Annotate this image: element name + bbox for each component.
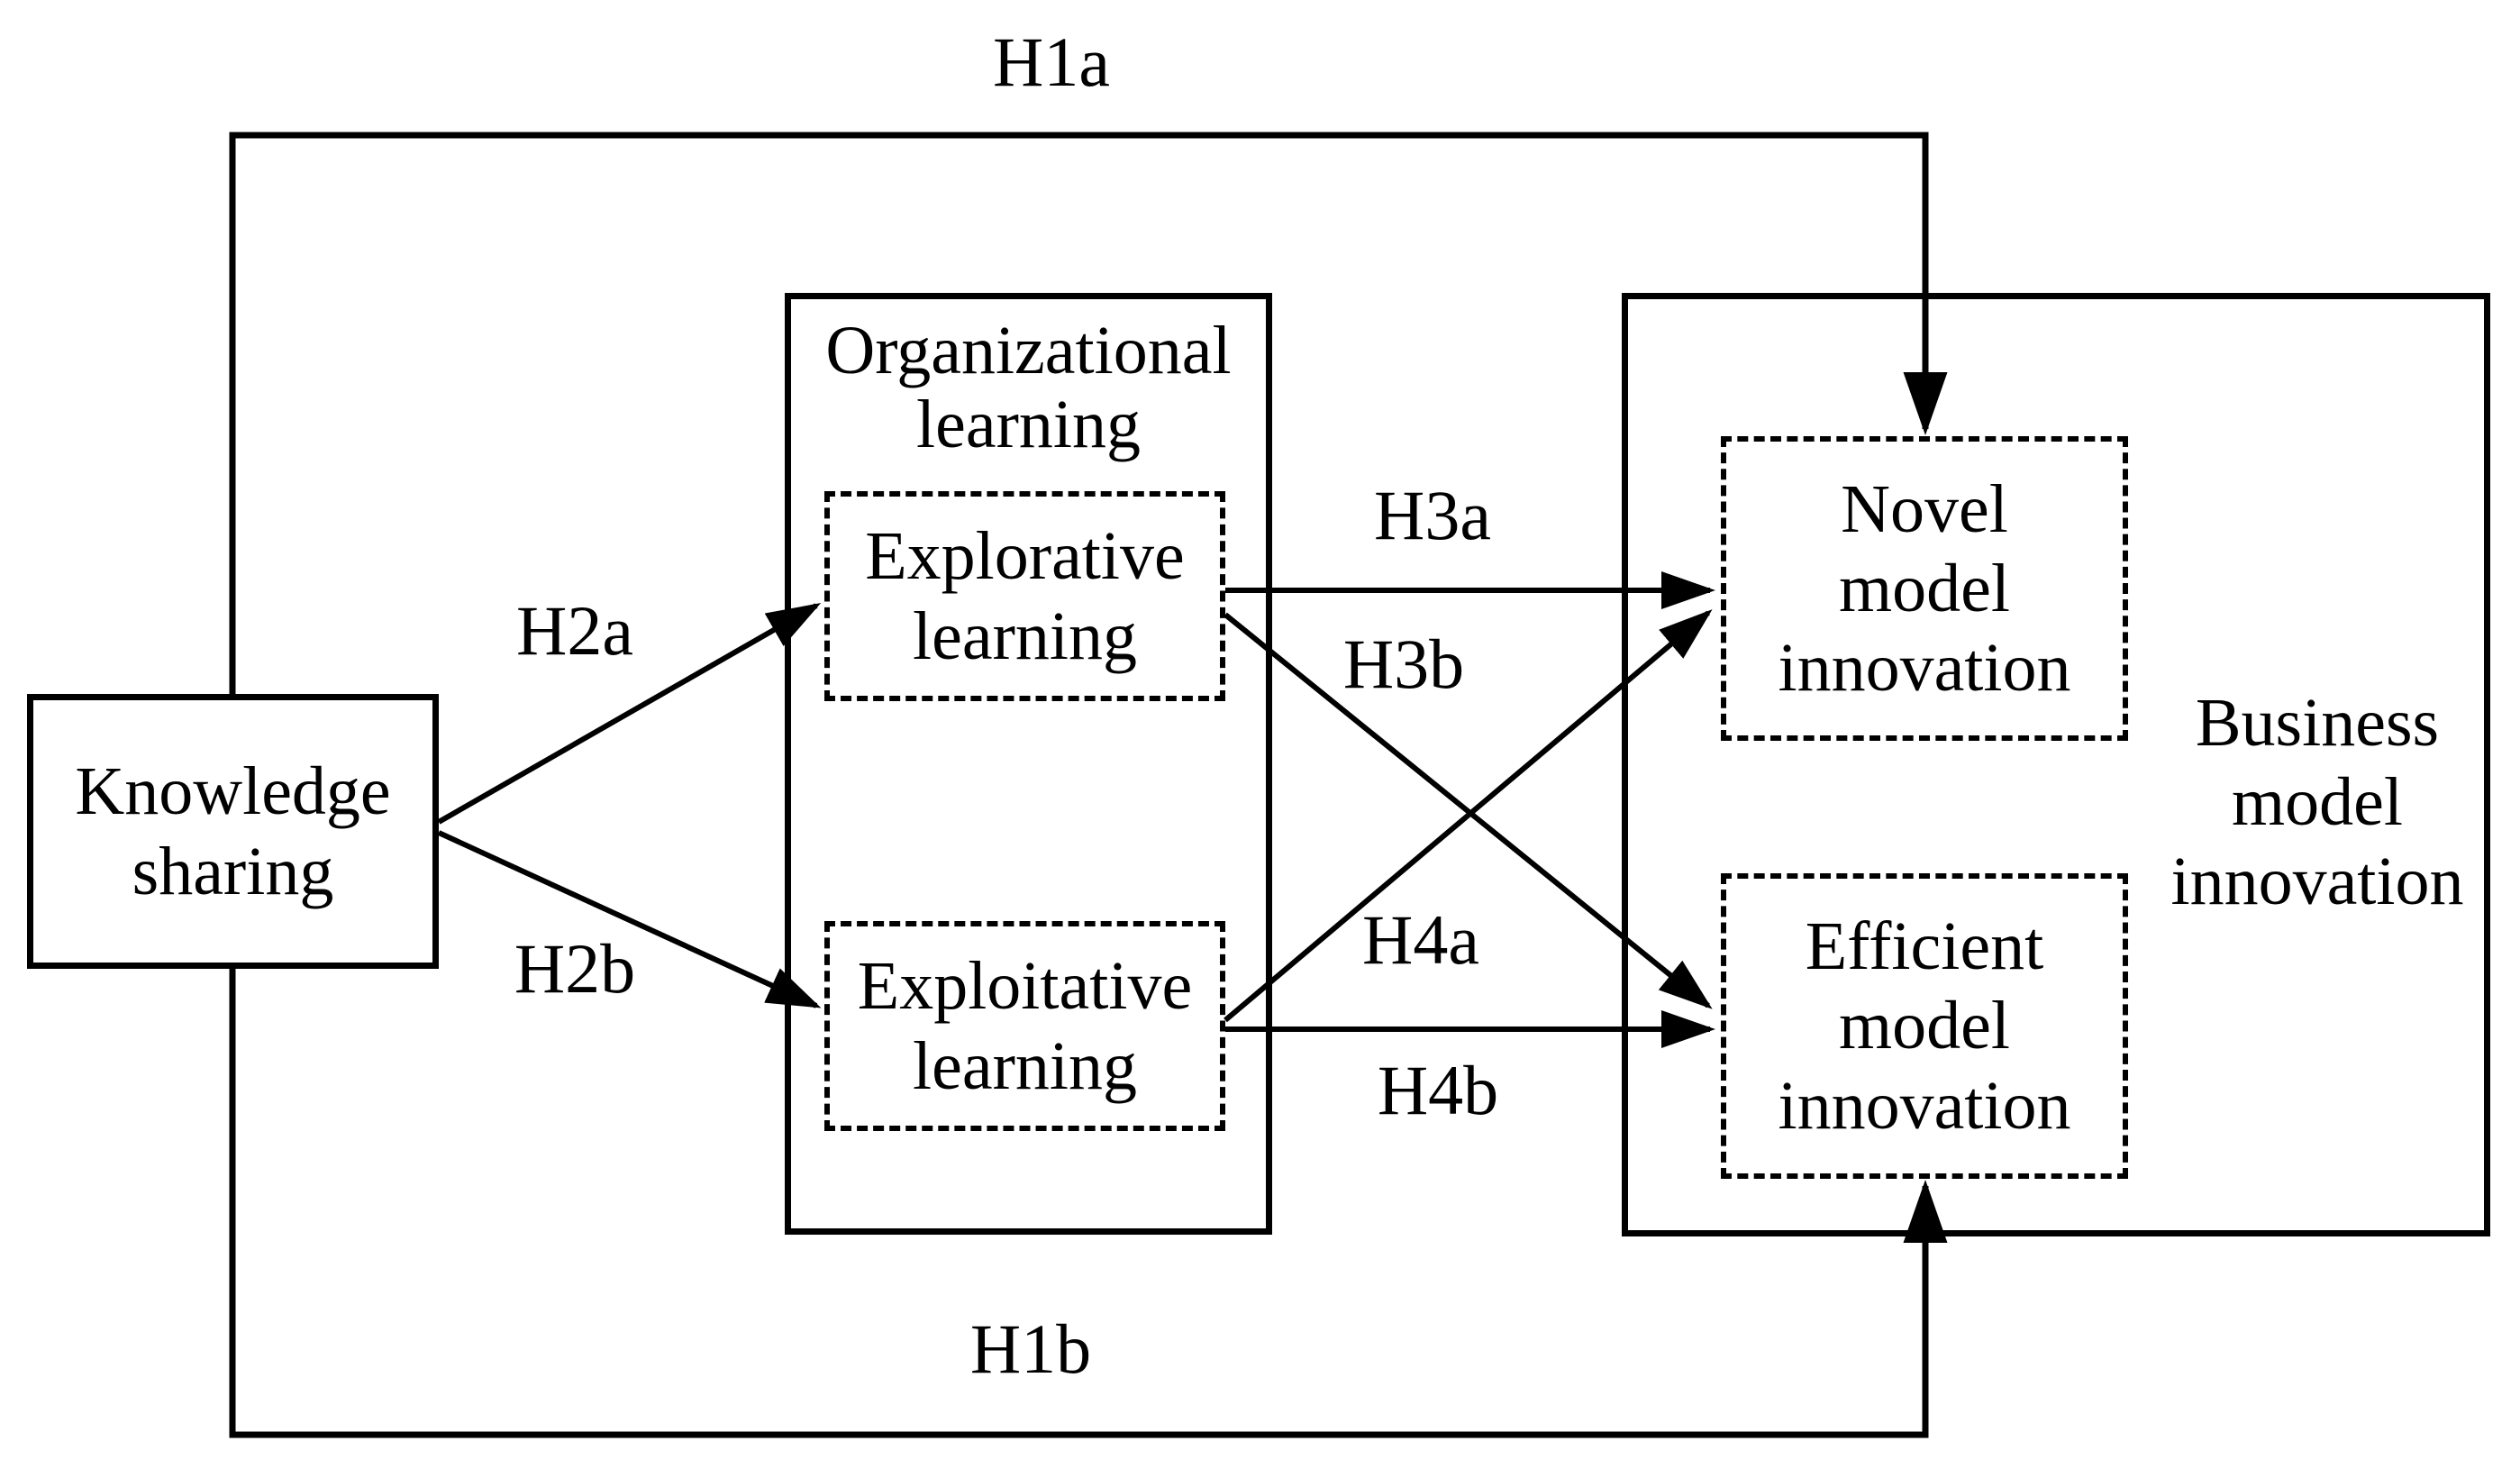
efficient-model-innovation-box: Efficient model innovation [1721, 873, 2128, 1179]
hypothesis-label-h4a: H4a [1362, 900, 1479, 979]
hypothesis-label-h2a: H2a [516, 591, 633, 670]
hypothesis-label-h3b: H3b [1342, 625, 1465, 703]
business-model-innovation-title-line3: innovation [2170, 844, 2464, 920]
novel-model-innovation-label-line2: model [1839, 550, 2010, 626]
explorative-learning-label-line2: learning [912, 598, 1137, 674]
efficient-model-innovation-label-line2: model [1839, 988, 2010, 1064]
hypothesis-label-h3a: H3a [1374, 476, 1491, 554]
explorative-learning-label-line1: Explorative [865, 518, 1185, 595]
efficient-model-innovation-label-line1: Efficient [1805, 908, 2044, 985]
novel-model-innovation-label-line3: innovation [1778, 630, 2071, 707]
knowledge-sharing-box: Knowledge sharing [27, 694, 439, 969]
business-model-innovation-title-line1: Business [2195, 685, 2440, 761]
exploitative-learning-label-line2: learning [912, 1027, 1137, 1104]
organizational-learning-title-line2: learning [915, 387, 1141, 463]
knowledge-sharing-label-line1: Knowledge [75, 753, 391, 830]
organizational-learning-title: Organizational learning [785, 314, 1272, 461]
novel-model-innovation-box: Novel model innovation [1721, 436, 2128, 741]
hypothesis-label-h1a: H1a [993, 23, 1110, 101]
hypothesis-label-h1b: H1b [969, 1309, 1092, 1388]
business-model-innovation-title-line2: model [2232, 764, 2403, 841]
business-model-innovation-title: Business model innovation [2144, 683, 2490, 921]
exploitative-learning-box: Exploitative learning [824, 921, 1225, 1131]
explorative-learning-box: Explorative learning [824, 491, 1225, 701]
hypothesis-label-h2b: H2b [514, 929, 636, 1008]
knowledge-sharing-label-line2: sharing [132, 833, 334, 909]
novel-model-innovation-label-line1: Novel [1841, 470, 2008, 547]
organizational-learning-title-line1: Organizational [825, 313, 1232, 388]
hypothesis-label-h4b: H4b [1377, 1051, 1499, 1129]
exploitative-learning-label-line1: Exploitative [857, 948, 1193, 1025]
efficient-model-innovation-label-line3: innovation [1778, 1067, 2071, 1144]
